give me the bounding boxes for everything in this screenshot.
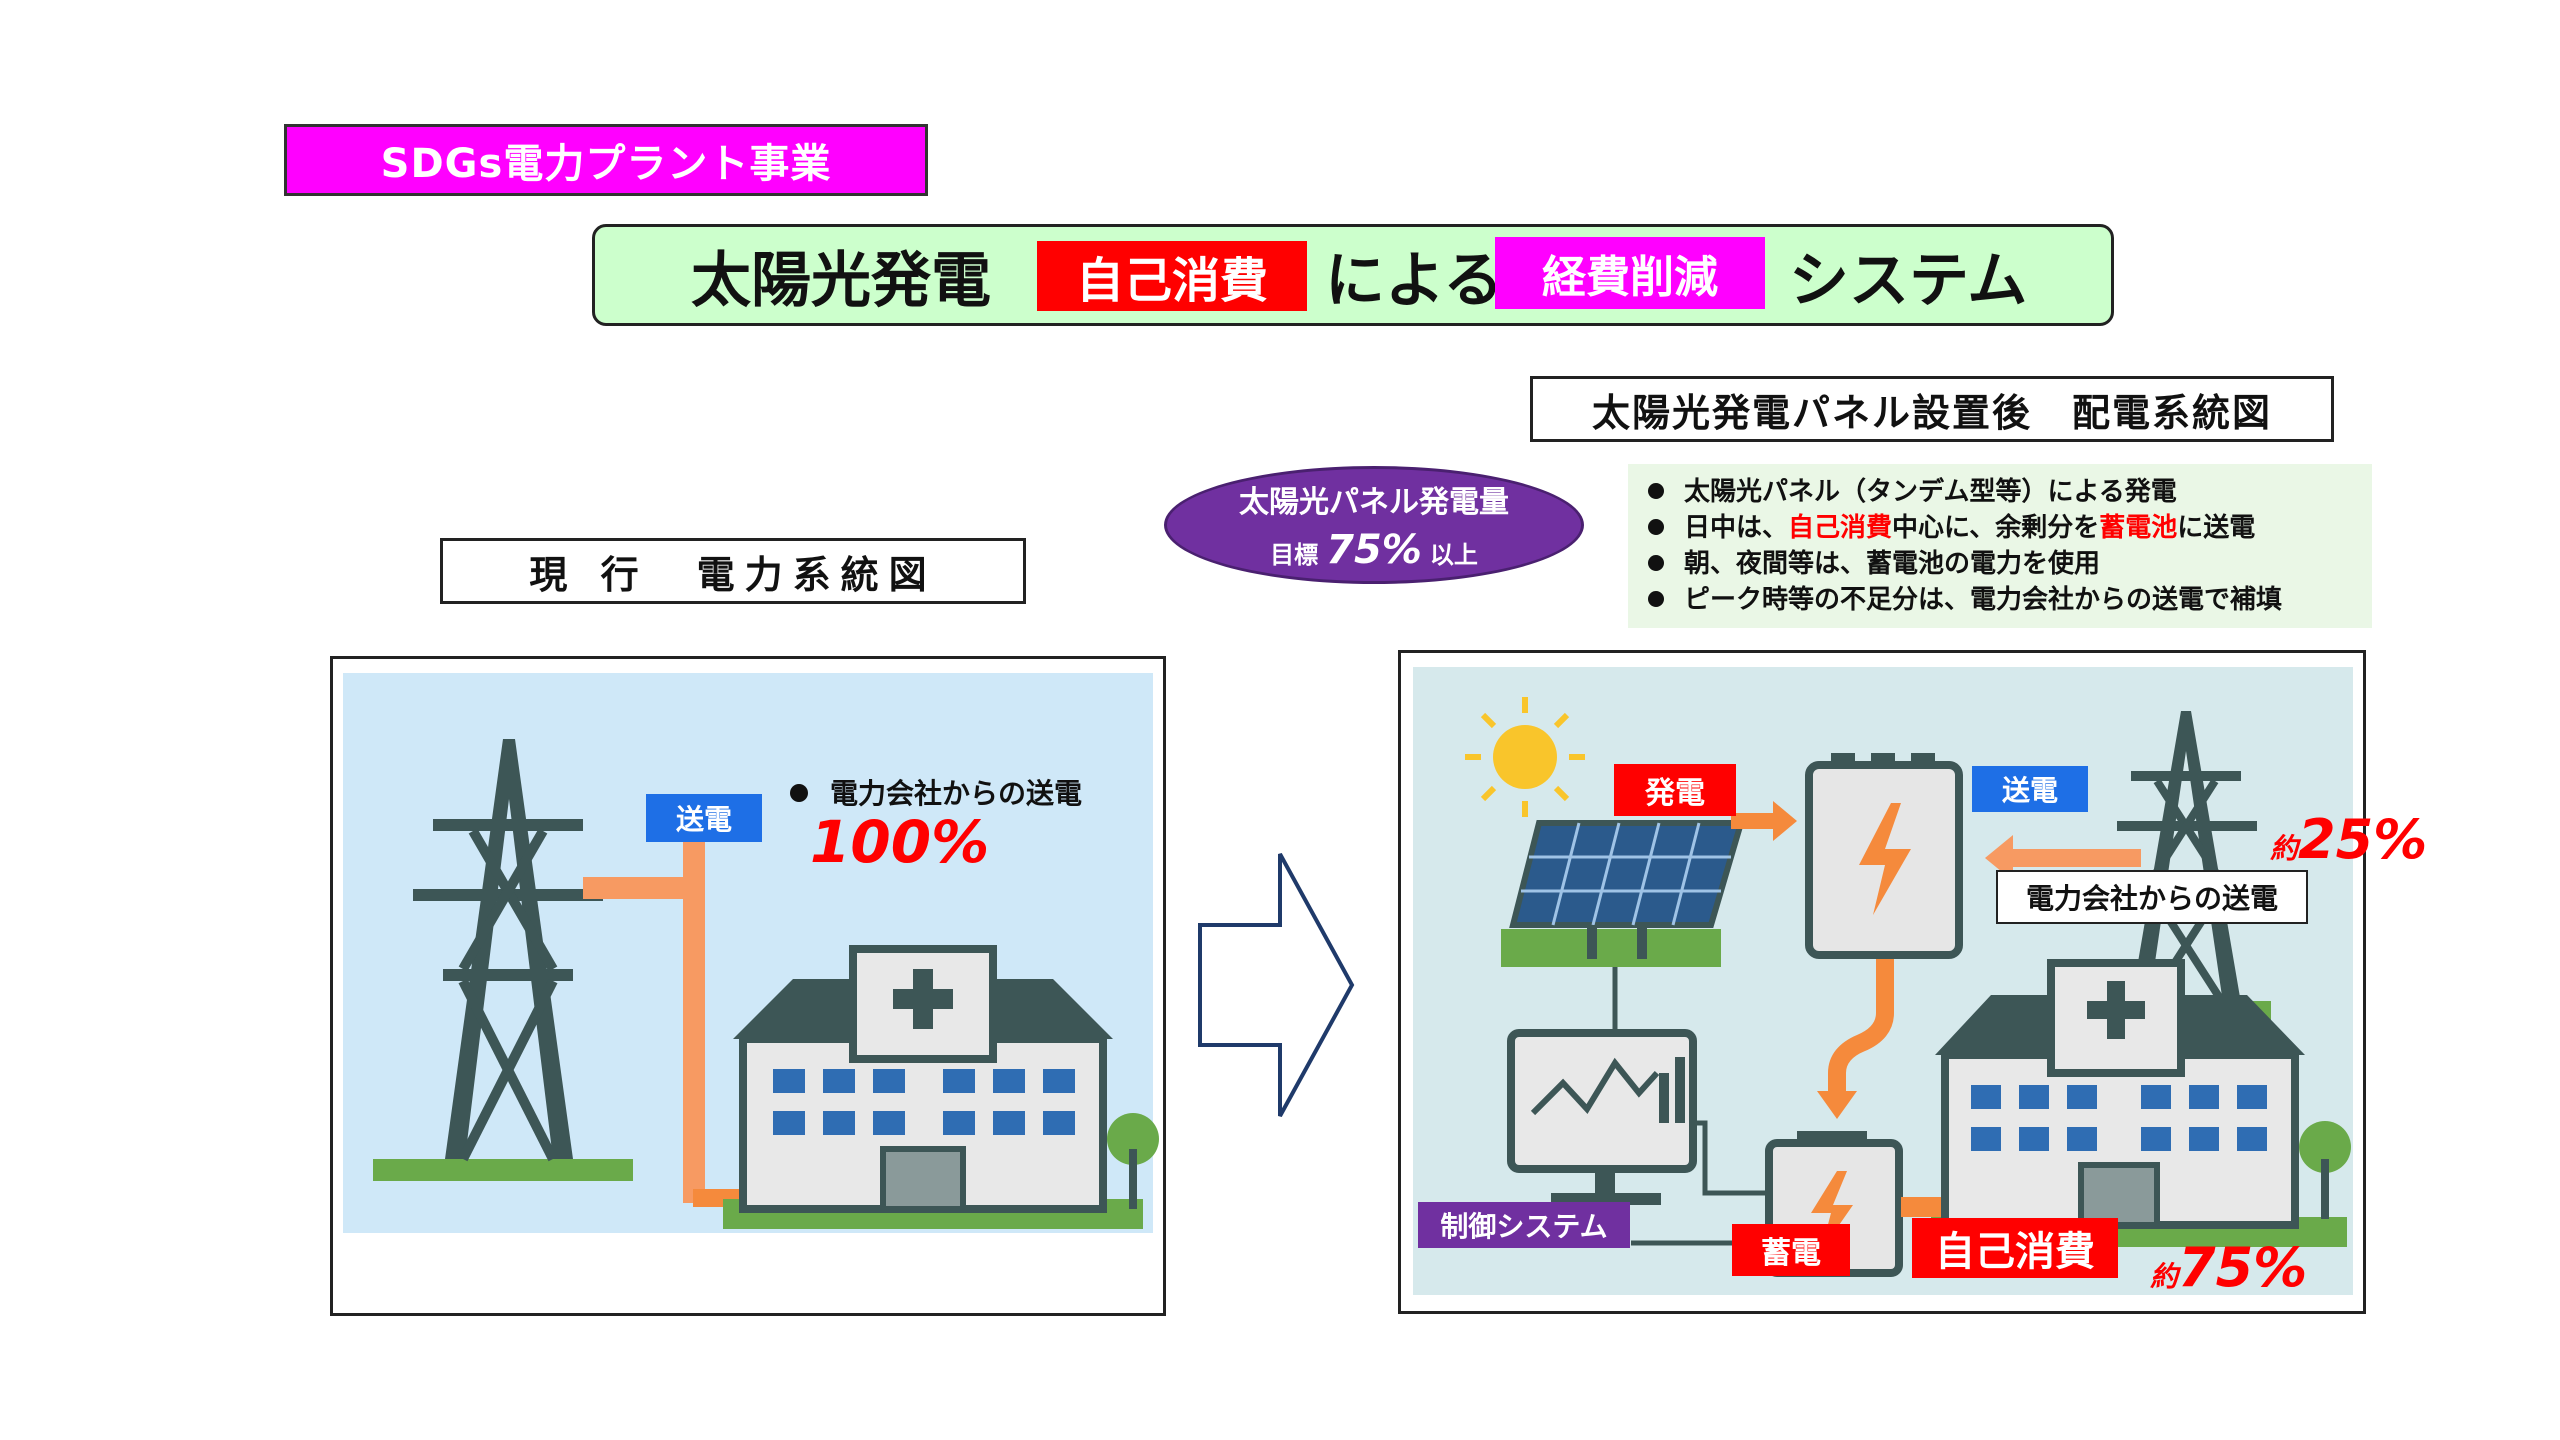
bullet-icon [1648,590,1664,607]
ellipse-title: 太陽光パネル発電量 [1239,485,1509,520]
banner-highlight-self-consumption: 自己消費 [1037,241,1307,311]
note-text: 日中は、 [1684,513,1789,543]
transition-arrow-icon [1198,853,1355,1117]
note-highlight: 自己消費 [1788,513,1893,543]
percent-value: 25% [2298,808,2428,871]
current-diagram-title: 現 行 電力系統図 [440,538,1026,604]
storage-badge: 蓄電 [1732,1224,1850,1276]
self-consumption-badge: 自己消費 [1912,1218,2118,1278]
generation-badge: 発電 [1614,764,1736,816]
title-banner: 太陽光発電 自己消費 による 経費削減 システム [592,224,2114,326]
bullet-icon [1648,482,1664,499]
bullet-icon [1648,554,1664,571]
solar-panel-icon [1501,820,1746,967]
target-label: 目標 [1270,541,1319,569]
note-row: 太陽光パネル（タンデム型等）による発電 [1648,474,2352,510]
banner-text-system: システム [1789,245,2028,316]
note-text: 電力会社からの送電 [830,777,1083,810]
grid-source-label: 電力会社からの送電 [1996,870,2308,924]
send-badge: 送電 [1972,766,2088,812]
grid-inflow-arrow [1985,835,2141,881]
approx-label: 約 [2150,1260,2179,1293]
note-text: 中心に、余剰分を [1892,513,2100,543]
send-badge: 送電 [646,794,762,842]
target-suffix: 以上 [1429,541,1478,569]
note-text: ピーク時等の不足分は、電力会社からの送電で補填 [1684,585,2283,615]
note-row: 朝、夜間等は、蓄電池の電力を使用 [1648,546,2352,582]
section-tag: SDGs電力プラント事業 [284,124,928,196]
charge-arrow [1817,959,1894,1119]
sun-icon [1465,697,1585,817]
current-diagram-illustration [343,673,1159,1233]
control-system-badge: 制御システム [1418,1202,1630,1248]
after-diagram-illustration [1413,667,2353,1295]
generation-arrow [1731,801,1797,841]
percent-value: 75% [2178,1236,2308,1299]
hospital-building-icon [723,945,1159,1229]
approx-label: 約 [2270,832,2299,865]
bullet-icon [1648,518,1664,535]
note-text: 朝、夜間等は、蓄電池の電力を使用 [1684,549,2101,579]
current-percent: 100% [810,808,990,876]
power-conditioner-icon [1805,753,1963,959]
grid-share-percent: 約25% [2270,808,2427,871]
transmission-tower-icon [373,739,633,1181]
banner-highlight-cost-reduction: 経費削減 [1495,237,1765,309]
system-notes: 太陽光パネル（タンデム型等）による発電 日中は、自己消費中心に、余剰分を蓄電池に… [1628,464,2372,628]
note-row: 日中は、自己消費中心に、余剰分を蓄電池に送電 [1648,510,2352,546]
note-text: 太陽光パネル（タンデム型等）による発電 [1684,477,2177,507]
current-source-note: 電力会社からの送電 [790,772,1082,812]
note-row: ピーク時等の不足分は、電力会社からの送電で補填 [1648,582,2352,618]
banner-text-by: による [1325,245,1504,316]
bullet-icon [790,784,808,802]
banner-text-solar: 太陽光発電 [691,245,991,316]
after-diagram-title: 太陽光発電パネル設置後 配電系統図 [1530,376,2334,442]
note-text: に送電 [2177,513,2256,543]
current-diagram-frame [330,656,1166,1316]
self-consumption-percent: 約75% [2150,1236,2307,1299]
note-highlight: 蓄電池 [2099,513,2178,543]
target-value: 75% [1326,527,1422,573]
